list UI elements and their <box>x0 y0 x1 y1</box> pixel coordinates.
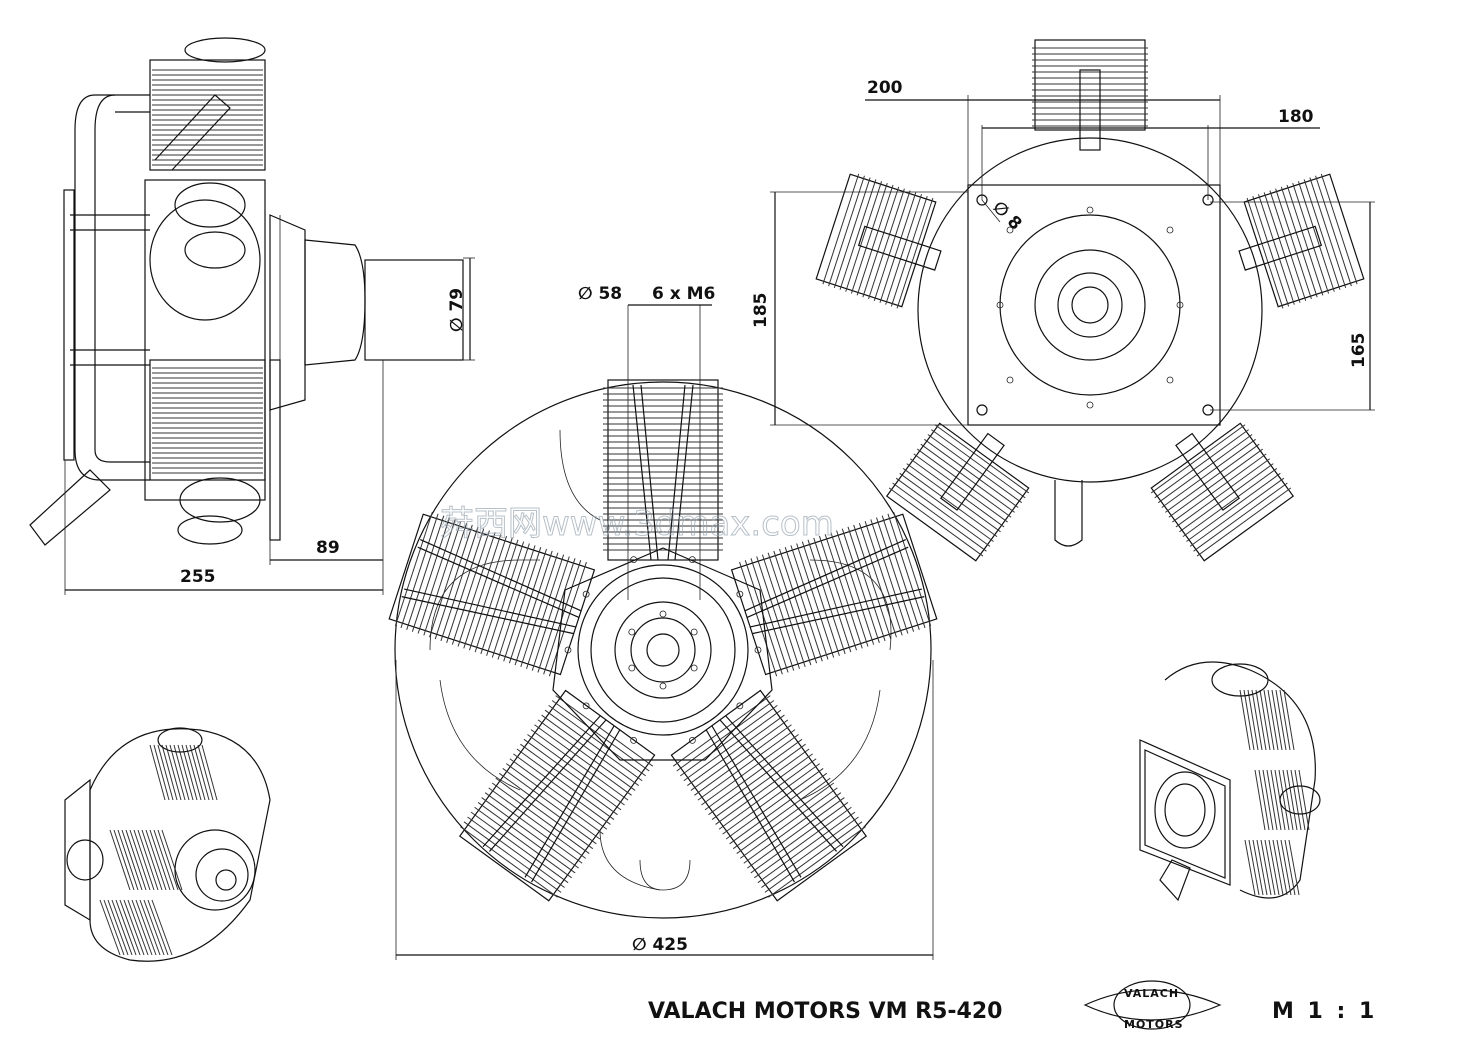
dim-rear-plate-height: 185 <box>751 293 771 329</box>
dim-rear-hole-spacing-y: 165 <box>1349 333 1369 369</box>
rear-cylinders <box>815 39 1365 562</box>
side-view: 255 89 ∅ 79 <box>29 37 475 595</box>
dim-side-shaft-length: 89 <box>316 538 340 558</box>
isometric-view-front <box>64 727 271 962</box>
drawing-scale: M 1 : 1 <box>1272 999 1377 1024</box>
front-view: ∅ 58 6 x M6 ∅ 425 <box>388 284 938 960</box>
dim-rear-hole-spacing-x: 180 <box>1278 107 1314 127</box>
dim-front-overall-diameter: ∅ 425 <box>632 935 688 955</box>
watermark: 荈西网www.3dmax.com <box>440 504 834 544</box>
title-block: VALACH MOTORS VM R5-420 VALACH MOTORS M … <box>648 980 1377 1031</box>
dim-front-bolt-circle: ∅ 58 <box>578 284 622 304</box>
isometric-view-rear <box>1139 661 1321 902</box>
dim-rear-hole-diameter: ∅ 8 <box>988 197 1025 234</box>
valach-motors-logo: VALACH MOTORS <box>1083 980 1222 1031</box>
dim-front-bolts: 6 x M6 <box>652 284 715 304</box>
rear-view: 200 180 185 165 ∅ 8 <box>751 39 1375 562</box>
drawing-title: VALACH MOTORS VM R5-420 <box>648 999 1002 1024</box>
dim-rear-plate-width: 200 <box>867 78 903 98</box>
side-bottom-cylinder <box>149 359 266 481</box>
side-top-cylinder <box>149 59 266 171</box>
svg-text:MOTORS: MOTORS <box>1124 1018 1184 1031</box>
svg-text:VALACH: VALACH <box>1124 987 1179 1000</box>
dim-side-total-length: 255 <box>180 567 216 587</box>
front-cylinders <box>388 379 938 902</box>
dim-side-shaft-diameter: ∅ 79 <box>447 288 467 332</box>
